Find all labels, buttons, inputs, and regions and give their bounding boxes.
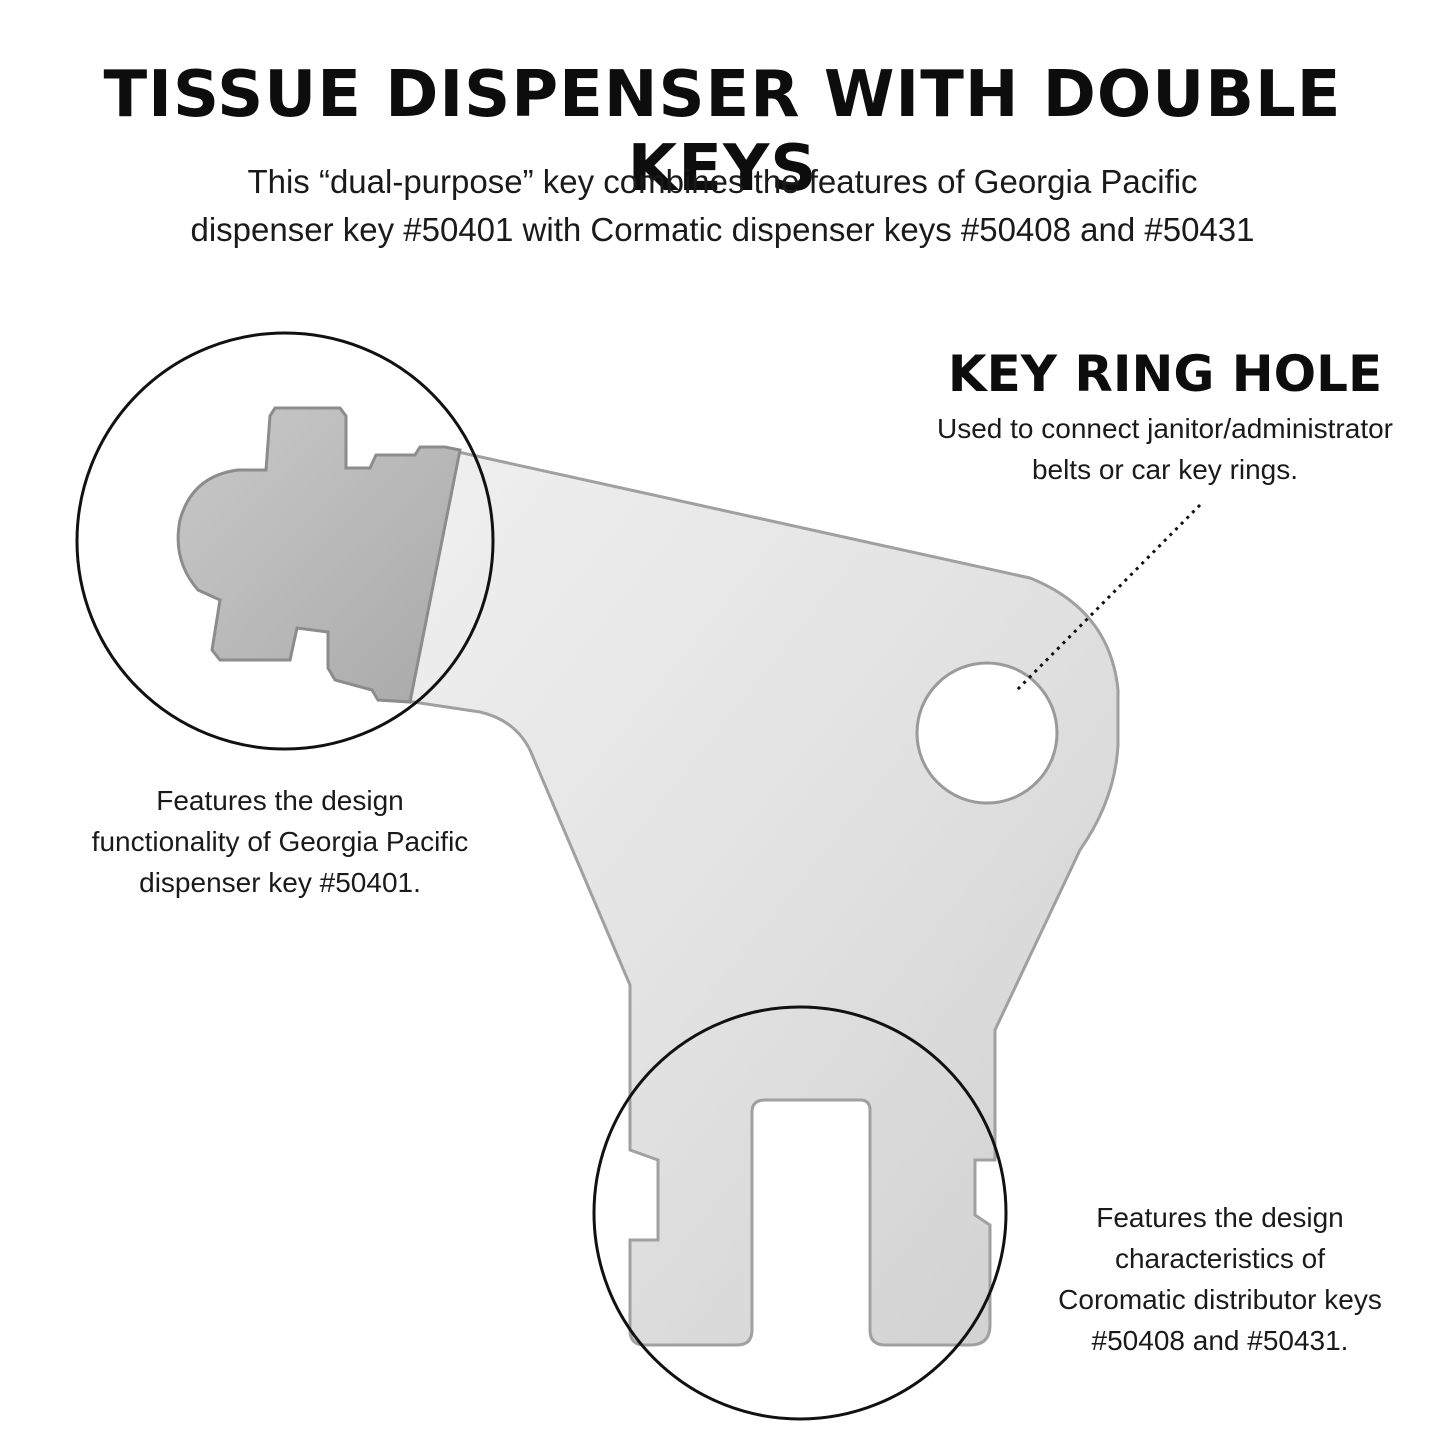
key-ring-hole: [915, 661, 1059, 805]
cor-line-1: Features the design: [1096, 1202, 1344, 1233]
subtitle-line-2: dispenser key #50401 with Cormatic dispe…: [190, 211, 1255, 248]
subtitle-line-1: This “dual-purpose” key combines the fea…: [247, 163, 1198, 200]
page-title: TISSUE DISPENSER WITH DOUBLE KEYS: [103, 58, 1342, 206]
coromatic-description: Features the design characteristics of C…: [1010, 1197, 1430, 1361]
gp-line-1: Features the design: [156, 785, 404, 816]
cor-line-3: Coromatic distributor keys: [1058, 1284, 1382, 1315]
coromatic-detail-circle: [592, 1005, 1008, 1421]
cor-line-2: characteristics of: [1114, 1243, 1326, 1274]
page-subtitle: This “dual-purpose” key combines the fea…: [100, 158, 1345, 254]
cor-line-4: #50408 and #50431.: [1091, 1325, 1349, 1356]
key-ring-hole-description: Used to connect janitor/administrator be…: [880, 408, 1445, 490]
georgia-pacific-bit: [176, 406, 462, 704]
gp-line-2: functionality of Georgia Pacific: [91, 826, 469, 857]
georgia-pacific-description: Features the design functionality of Geo…: [40, 780, 520, 903]
key-ring-hole-heading: KEY RING HOLE: [947, 345, 1383, 403]
gp-line-3: dispenser key #50401.: [139, 867, 421, 898]
key-ring-line-2: belts or car key rings.: [1031, 454, 1299, 485]
key-ring-line-1: Used to connect janitor/administrator: [937, 413, 1393, 444]
georgia-pacific-detail-circle: [75, 331, 495, 751]
